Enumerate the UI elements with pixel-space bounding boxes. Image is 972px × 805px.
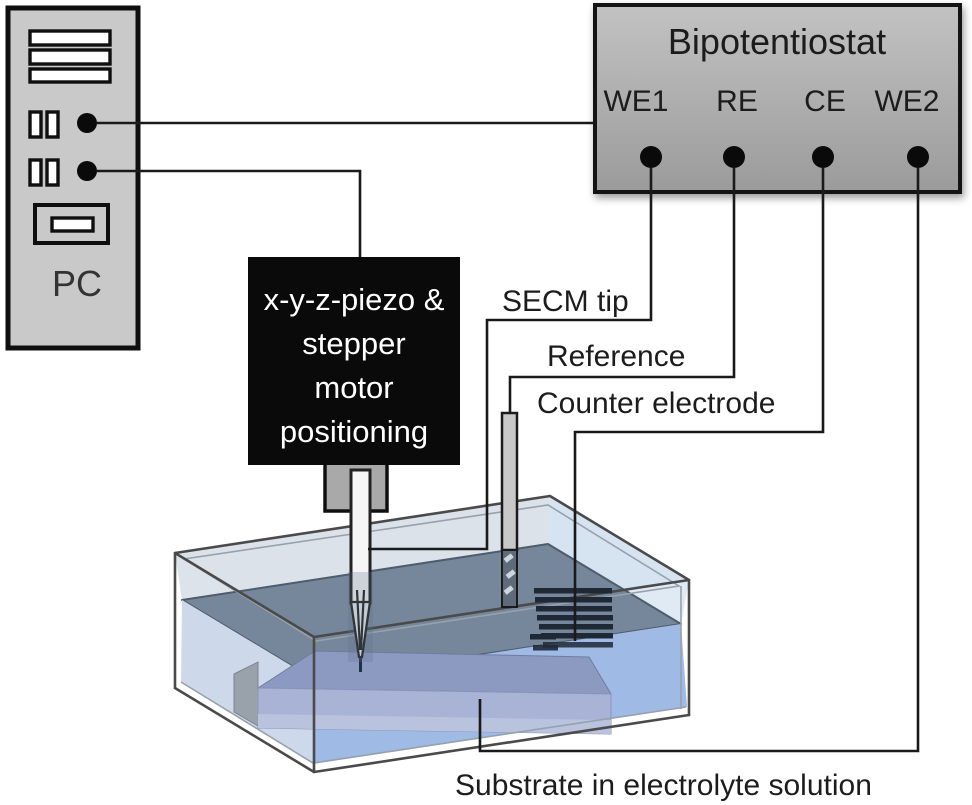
re-reference-wire xyxy=(508,168,736,414)
secm-tip-probe xyxy=(348,468,373,672)
drive-slot-icon xyxy=(50,216,95,233)
reference-electrode-frit-mark xyxy=(505,569,516,579)
pc-connection-port-1 xyxy=(77,113,97,133)
vent-slot-icon xyxy=(28,48,112,66)
probe-inner-capillary xyxy=(359,589,366,651)
counter-electrode-bar xyxy=(543,642,613,648)
secm-tip-label: SECM tip xyxy=(502,285,629,318)
terminal-dot-ce xyxy=(812,146,834,168)
pc-label: PC xyxy=(52,263,102,304)
substrate-front-highlight xyxy=(258,714,611,734)
terminal-label-ce: CE xyxy=(804,85,846,118)
positioner-line-1: x-y-z-piezo & xyxy=(264,282,445,317)
bipotentiostat-title: Bipotentiostat xyxy=(668,21,886,62)
we2-substrate-wire xyxy=(478,168,920,753)
substrate-slab xyxy=(233,650,612,735)
terminal-dot-we2 xyxy=(907,146,929,168)
usb-port-icon xyxy=(28,110,43,139)
probe-inner-capillary xyxy=(355,589,362,651)
counter-electrode-label: Counter electrode xyxy=(537,387,775,420)
tank-inner-rim-line xyxy=(181,504,682,642)
reference-electrode-frit-mark xyxy=(503,553,514,563)
ce-counter-wire xyxy=(573,168,825,641)
vent-slot-icon xyxy=(28,29,112,47)
reference-electrode xyxy=(500,411,519,608)
bipotentiostat: Bipotentiostat WE1 RE CE WE2 xyxy=(593,3,962,194)
usb-port-icon xyxy=(28,158,43,187)
counter-electrode-bar xyxy=(541,633,613,639)
terminal-dot-we1 xyxy=(640,146,662,168)
counter-electrode-bar xyxy=(533,645,558,651)
pc-tower: PC xyxy=(5,5,141,351)
usb-port-icon xyxy=(45,158,60,187)
substrate-top-face xyxy=(256,650,612,695)
pc-to-positioner-wire xyxy=(97,169,362,259)
reference-electrode-frit-mark xyxy=(503,585,514,595)
positioner-line-2: stepper xyxy=(302,326,405,361)
terminal-label-we1: WE1 xyxy=(603,85,668,118)
tank-bottom-edge xyxy=(173,686,691,774)
terminal-label-re: RE xyxy=(716,85,758,118)
counter-electrode-bar xyxy=(530,634,556,640)
terminal-dot-re xyxy=(723,146,745,168)
reference-electrode-tube xyxy=(500,411,519,552)
counter-electrode-bar xyxy=(535,597,612,603)
positioner-box xyxy=(248,257,460,465)
vent-slot-icon xyxy=(28,67,112,84)
electrochemical-cell xyxy=(173,411,691,774)
we1-tip-wire xyxy=(368,168,653,551)
usb-port-icon xyxy=(45,110,60,139)
substrate-label: Substrate in electrolyte solution xyxy=(455,769,872,802)
reference-label: Reference xyxy=(547,340,685,373)
counter-electrode-bar xyxy=(534,588,612,594)
positioner-unit: x-y-z-piezo & stepper motor positioning xyxy=(248,257,460,672)
pc-connection-port-2 xyxy=(77,161,97,181)
terminal-label-we2: WE2 xyxy=(874,85,939,118)
probe-submerged-tint xyxy=(348,572,373,662)
positioner-line-4: positioning xyxy=(280,414,428,449)
positioner-line-3: motor xyxy=(314,370,393,405)
